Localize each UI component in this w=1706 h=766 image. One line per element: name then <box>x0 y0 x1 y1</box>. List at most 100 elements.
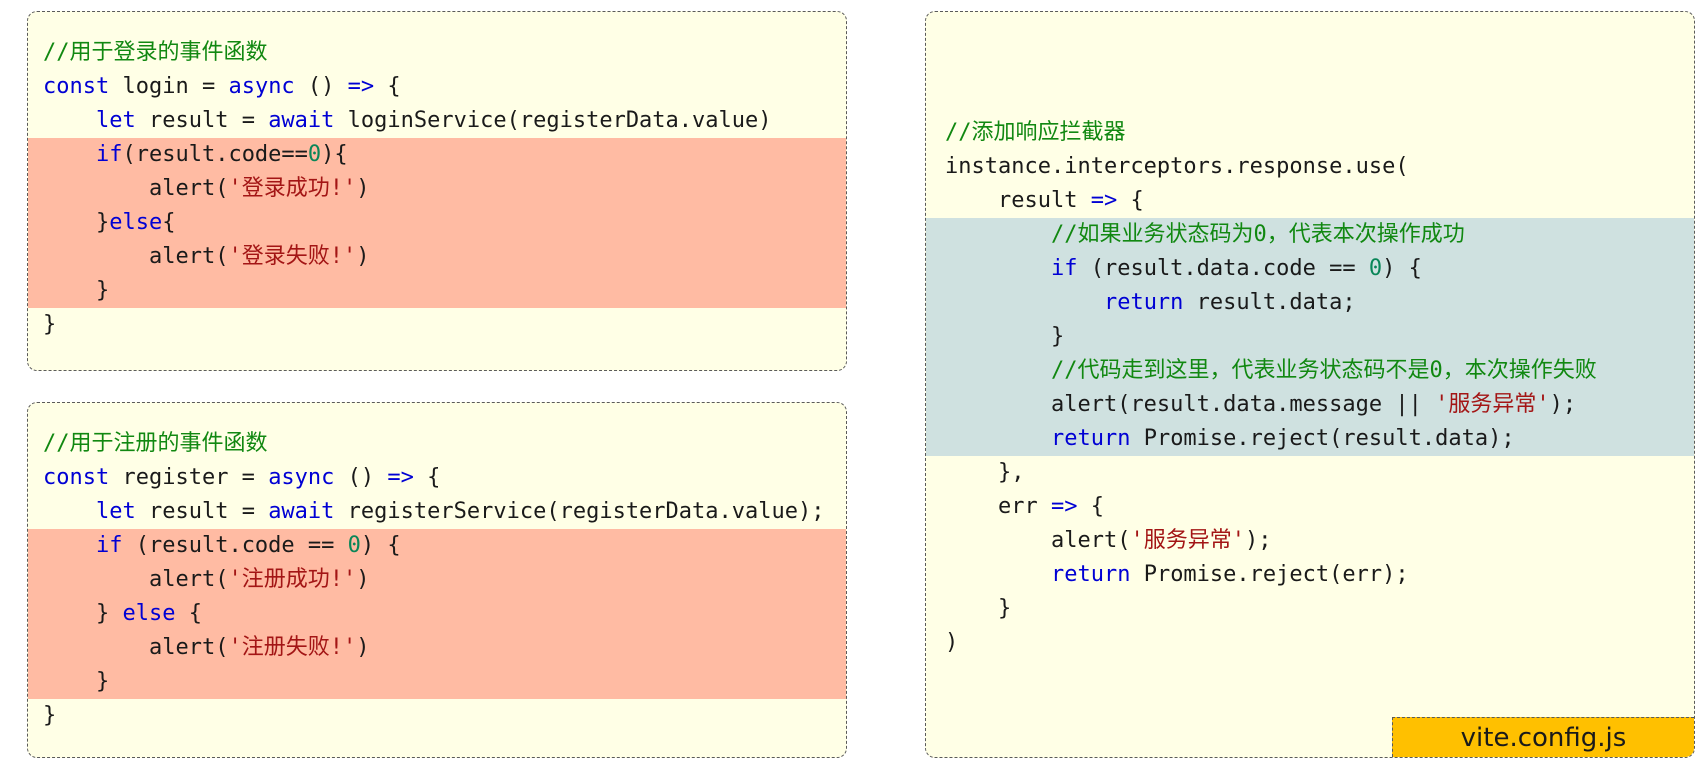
code-line: } <box>28 274 846 308</box>
code-text: alert(result.data.message || <box>1050 392 1436 417</box>
code-text: result = <box>135 499 269 524</box>
code-line: let result = await loginService(register… <box>28 104 846 138</box>
file-name-label: vite.config.js <box>1392 717 1694 757</box>
code-keyword: return <box>1103 290 1184 315</box>
code-line: return Promise.reject(err); <box>926 558 1694 592</box>
code-string: '注册成功!' <box>228 567 357 592</box>
code-panel-login: //用于登录的事件函数 const login = async () => { l… <box>27 11 847 371</box>
code-text: err <box>997 494 1051 519</box>
code-line: alert('注册失败!') <box>28 631 846 665</box>
code-keyword: if <box>95 533 123 558</box>
code-text: loginService(registerData.value) <box>334 108 772 133</box>
code-text: ) <box>356 635 370 660</box>
code-text: Promise.reject(result.data); <box>1130 426 1515 451</box>
code-text: ) { <box>360 533 401 558</box>
code-text: } <box>997 596 1012 621</box>
code-indent <box>945 596 998 621</box>
code-comment: //用于登录的事件函数 <box>43 40 268 65</box>
code-text: register = <box>109 465 269 490</box>
code-text: (result.code == <box>122 533 348 558</box>
code-keyword: if <box>95 142 123 167</box>
code-comment: //代码走到这里，代表业务状态码不是0，本次操作失败 <box>1050 358 1597 383</box>
code-text: alert( <box>148 176 229 201</box>
code-line: } else { <box>28 597 846 631</box>
code-text: ); <box>1549 392 1577 417</box>
code-keyword: else <box>109 210 163 235</box>
code-line: alert('登录失败!') <box>28 240 846 274</box>
code-indent <box>43 499 96 524</box>
code-indent <box>945 358 1051 383</box>
code-text: } <box>95 278 110 303</box>
code-string: '登录成功!' <box>228 176 357 201</box>
code-text: ) <box>945 630 959 655</box>
code-keyword: async <box>228 74 295 99</box>
code-line: //如果业务状态码为0，代表本次操作成功 <box>926 218 1694 252</box>
code-text: } <box>95 210 110 235</box>
code-text: login = <box>109 74 229 99</box>
code-line: return result.data; <box>926 286 1694 320</box>
code-text: } <box>43 312 57 337</box>
code-indent <box>43 601 96 626</box>
code-keyword: else <box>122 601 176 626</box>
code-text: { <box>1077 494 1104 519</box>
code-indent <box>43 635 149 660</box>
code-indent <box>43 142 96 167</box>
code-text: alert( <box>1050 528 1131 553</box>
code-line: if (result.code == 0) { <box>28 529 846 563</box>
code-text: alert( <box>148 244 229 269</box>
code-keyword: const <box>43 74 110 99</box>
code-line: alert(result.data.message || '服务异常'); <box>926 388 1694 422</box>
code-line: if (result.data.code == 0) { <box>926 252 1694 286</box>
code-indent <box>43 108 96 133</box>
code-text: { <box>162 210 176 235</box>
code-text: } <box>1050 324 1065 349</box>
code-text: } <box>95 601 123 626</box>
code-line: alert('注册成功!') <box>28 563 846 597</box>
code-comment: //添加响应拦截器 <box>945 120 1126 145</box>
code-text: ) <box>356 567 370 592</box>
code-text: { <box>413 465 441 490</box>
code-indent <box>945 426 1051 451</box>
code-text: ){ <box>321 142 348 167</box>
code-keyword: => <box>1050 494 1078 519</box>
code-text: alert( <box>148 567 229 592</box>
code-indent <box>43 210 96 235</box>
code-text: Promise.reject(err); <box>1130 562 1409 587</box>
code-line: if(result.code==0){ <box>28 138 846 172</box>
code-text: } <box>95 669 110 694</box>
code-text: { <box>175 601 202 626</box>
code-line: //用于登录的事件函数 <box>28 36 846 70</box>
code-text: { <box>1117 188 1144 213</box>
code-indent <box>43 533 96 558</box>
code-indent <box>43 176 149 201</box>
code-indent <box>945 528 1051 553</box>
code-text: (result.code== <box>122 142 308 167</box>
code-line: }else{ <box>28 206 846 240</box>
code-indent <box>43 669 96 694</box>
code-line: const register = async () => { <box>28 461 846 495</box>
code-line: alert('服务异常'); <box>926 524 1694 558</box>
code-text: ); <box>1244 528 1272 553</box>
code-line: alert('登录成功!') <box>28 172 846 206</box>
code-keyword: return <box>1050 562 1131 587</box>
code-line: } <box>926 592 1694 626</box>
code-number: 0 <box>307 142 322 167</box>
code-keyword: => <box>347 74 375 99</box>
code-string: '登录失败!' <box>228 244 357 269</box>
code-line: } <box>926 320 1694 354</box>
code-indent <box>945 460 998 485</box>
code-text: registerService(registerData.value); <box>334 499 825 524</box>
code-line: result => { <box>926 184 1694 218</box>
code-line: //添加响应拦截器 <box>926 116 1694 150</box>
code-text: result <box>997 188 1091 213</box>
code-text: { <box>374 74 401 99</box>
code-indent <box>43 244 149 269</box>
code-indent <box>945 562 1051 587</box>
code-indent <box>945 392 1051 417</box>
code-line: } <box>28 308 846 342</box>
code-text: () <box>294 74 348 99</box>
